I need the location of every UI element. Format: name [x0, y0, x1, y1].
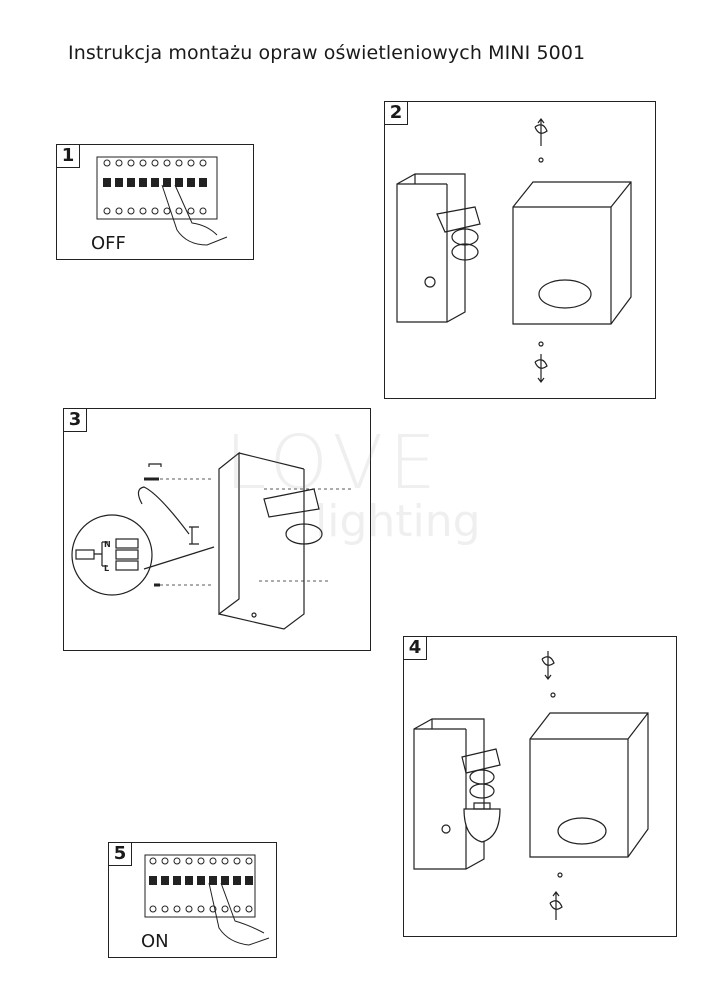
- step-3-panel: 3 N L: [63, 408, 371, 651]
- terminal-n-label: N: [104, 540, 111, 549]
- step-2-panel: 2: [384, 101, 656, 399]
- off-label: OFF: [91, 233, 126, 254]
- step-4-panel: 4: [403, 636, 677, 937]
- step-5-panel: 5 ON: [108, 842, 277, 958]
- bulb-installation-illustration: [413, 651, 649, 920]
- step-number: 4: [404, 637, 427, 660]
- step-number: 2: [385, 102, 408, 125]
- step-1-panel: 1 OFF: [56, 144, 254, 260]
- on-label: ON: [141, 931, 169, 952]
- breaker-panel-illustration: [144, 854, 270, 946]
- wall-mounting-illustration: N L: [71, 451, 354, 630]
- terminal-l-label: L: [104, 564, 109, 573]
- housing-disassembly-illustration: [396, 118, 632, 383]
- step-number: 1: [57, 145, 80, 168]
- step-number: 5: [109, 843, 132, 866]
- breaker-panel-illustration: [96, 156, 228, 246]
- step-number: 3: [64, 409, 87, 432]
- document-title: Instrukcja montażu opraw oświetleniowych…: [68, 42, 586, 64]
